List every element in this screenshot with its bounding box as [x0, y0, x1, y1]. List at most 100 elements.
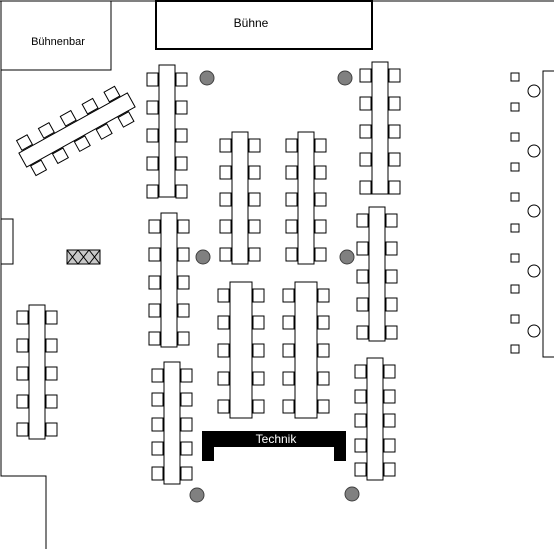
chair: [385, 269, 398, 284]
chair: [95, 123, 113, 140]
chair: [151, 466, 164, 481]
chair: [314, 247, 327, 262]
left-door-notch: [1, 218, 14, 265]
chair: [282, 288, 295, 303]
chair: [314, 165, 327, 180]
chair: [385, 213, 398, 228]
pillar: [189, 487, 205, 503]
chair: [252, 343, 265, 358]
stage-label: Bühne: [234, 16, 269, 30]
chair: [180, 466, 193, 481]
chair: [314, 219, 327, 234]
table: [28, 304, 46, 440]
stool: [510, 284, 520, 294]
chair: [175, 100, 188, 115]
chair: [354, 462, 367, 477]
chair: [175, 184, 188, 199]
chair: [383, 389, 396, 404]
chair: [151, 417, 164, 432]
chair: [359, 180, 372, 195]
chair: [151, 441, 164, 456]
chair: [314, 192, 327, 207]
chair: [81, 97, 99, 115]
chair: [175, 72, 188, 87]
left-wall: [0, 1, 47, 549]
chair: [282, 371, 295, 386]
chair: [45, 338, 58, 353]
chair: [385, 325, 398, 340]
chair: [359, 152, 372, 167]
chair: [359, 96, 372, 111]
chair: [388, 96, 401, 111]
chair: [354, 364, 367, 379]
chair: [248, 192, 261, 207]
chair: [317, 288, 330, 303]
chair: [177, 303, 190, 318]
chair: [151, 392, 164, 407]
chair: [356, 241, 369, 256]
stool: [510, 253, 520, 263]
stool: [510, 132, 520, 142]
chair: [354, 413, 367, 428]
chair: [383, 438, 396, 453]
chair: [317, 315, 330, 330]
technik-desk: [202, 431, 346, 461]
chair: [388, 124, 401, 139]
chair: [354, 438, 367, 453]
chair: [248, 219, 261, 234]
chair: [359, 68, 372, 83]
table: [160, 212, 178, 348]
chair: [383, 462, 396, 477]
chair: [177, 331, 190, 346]
stool: [510, 192, 520, 202]
chair: [151, 368, 164, 383]
chair: [217, 399, 230, 414]
chair: [285, 247, 298, 262]
pillar: [339, 249, 355, 265]
stage: [155, 0, 373, 50]
chair: [354, 389, 367, 404]
chair: [146, 156, 159, 171]
chair: [16, 310, 29, 325]
stool: [510, 344, 520, 354]
chair: [148, 247, 161, 262]
chair: [146, 128, 159, 143]
pillar: [337, 70, 353, 86]
chair: [285, 219, 298, 234]
pillars-layer: [189, 70, 360, 503]
chair: [356, 213, 369, 228]
chair: [252, 288, 265, 303]
chair: [252, 371, 265, 386]
chair: [317, 399, 330, 414]
chair: [219, 165, 232, 180]
table: [366, 357, 384, 481]
chair: [388, 152, 401, 167]
chair: [217, 288, 230, 303]
seats-layer: [16, 68, 541, 481]
chair: [16, 394, 29, 409]
chair: [146, 184, 159, 199]
chair: [248, 247, 261, 262]
chair: [15, 134, 34, 151]
pillar: [195, 249, 211, 265]
chair: [248, 165, 261, 180]
stool: [510, 102, 520, 112]
chair: [103, 85, 121, 103]
table: [368, 206, 386, 342]
chair: [219, 192, 232, 207]
chair: [285, 165, 298, 180]
chair: [388, 180, 401, 195]
chair: [359, 124, 372, 139]
table: [297, 131, 315, 265]
chair: [317, 371, 330, 386]
chair: [45, 394, 58, 409]
chair: [317, 343, 330, 358]
tables-layer: [15, 61, 389, 485]
chair: [175, 156, 188, 171]
table: [231, 131, 249, 265]
chair: [252, 315, 265, 330]
chair: [217, 315, 230, 330]
stage-bar: [0, 0, 112, 71]
chair: [252, 399, 265, 414]
